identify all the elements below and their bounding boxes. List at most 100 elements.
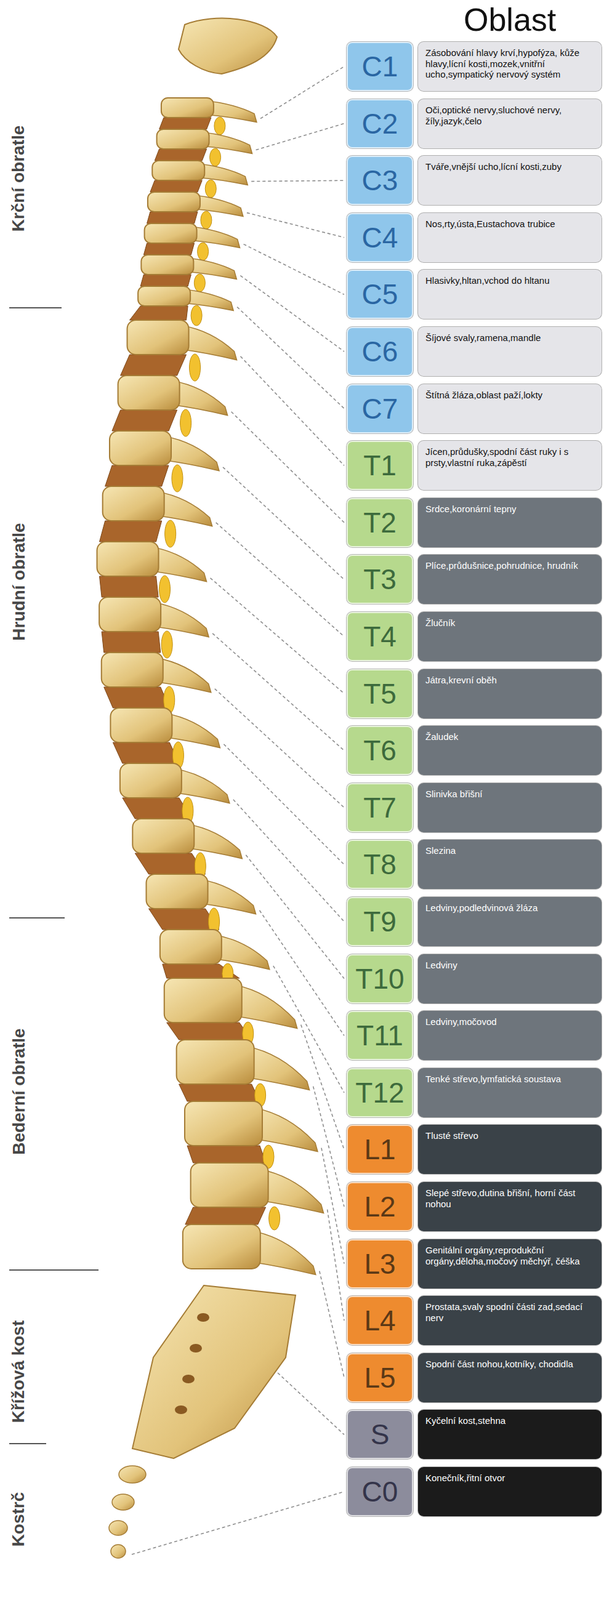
coccyx-segment [112,1494,135,1511]
region-text: Tváře,vnější ucho,lícní kosti,zuby [425,161,596,173]
vertebral-body [146,874,209,909]
sacral-foramen [189,1344,202,1353]
segment-code: T11 [356,1021,404,1050]
leader-line [240,275,345,352]
region-description-box: Žaludek [418,725,602,776]
intervertebral-disc [129,306,189,321]
region-text: Tenké střevo,lymfatická soustava [425,1073,596,1085]
segment-label-box: C5 [346,269,414,319]
vertebral-body [109,430,172,466]
vertebral-body [97,541,159,577]
segment-label-box: T11 [346,1010,414,1061]
intervertebral-disc [140,274,191,287]
segment-code: C1 [362,52,399,81]
intervertebral-disc [120,354,187,376]
region-description-box: Štítná žláza,oblast paží,lokty [418,384,602,434]
nerve-root [171,464,183,492]
spinous-process [151,546,207,582]
separator-line [9,1443,47,1445]
intervertebral-disc [179,1084,260,1102]
region-side-label: Bederní obratle [9,1028,29,1155]
leader-line [222,467,345,580]
region-text: Jícen,průdušky,spodní část ruky i s prst… [425,446,596,468]
region-text: Hlasivky,hltan,vchod do hltanu [425,275,596,287]
vertebral-body [137,286,191,307]
coccyx-segment [110,1544,126,1559]
leader-line [231,411,345,523]
region-description-box: Slepé střevo,dutina břišní, horní část n… [418,1182,602,1232]
region-description-box: Oči,optické nervy,sluchové nervy, žíly,j… [418,99,602,149]
vertebral-body [99,597,161,632]
spinous-process [155,657,212,693]
vertebral-body [161,97,214,118]
segment-code: L4 [363,1306,396,1335]
segment-label-box: C7 [346,384,414,434]
segment-label-box: S [346,1409,414,1460]
region-text: Ledviny [425,959,596,971]
region-description-box: Srdce,koronární tepny [418,498,602,548]
intervertebral-disc [187,1145,266,1164]
vertebral-body [110,708,172,743]
nerve-root [165,520,177,548]
leader-line [301,1025,345,1151]
region-side-label: Krční obratle [8,125,29,233]
region-text: Slinivka břišní [425,788,596,800]
sacral-foramen [174,1405,188,1415]
region-text: Slepé střevo,dutina břišní, horní část n… [425,1187,596,1210]
segment-code: T6 [363,736,397,765]
separator-line [9,1269,99,1271]
nerve-root [189,354,201,382]
region-text: Slezina [425,845,596,857]
intervertebral-disc [166,1022,252,1040]
segment-code: C3 [362,166,399,195]
region-text: Srdce,koronární tepny [425,503,596,515]
segment-code: T7 [363,793,397,822]
leader-line [210,578,345,694]
region-text: Kyčelní kost,stehna [425,1415,596,1427]
segment-code: C5 [362,280,399,309]
region-description-box: Žlučník [418,612,602,662]
leader-line [240,356,345,466]
spinous-process [172,380,228,415]
spinous-process [246,1046,310,1091]
nerve-root [161,631,173,659]
vertebral-body [152,160,205,181]
segment-label-box: C0 [346,1467,414,1517]
segment-code: C7 [362,394,399,423]
leader-line [313,1086,345,1207]
leader-line [251,180,345,182]
spinous-process [254,1108,318,1152]
leader-line [321,1148,345,1265]
region-description-box: Hlasivky,hltan,vchod do hltanu [418,269,602,319]
spinous-process [181,325,238,360]
region-description-box: Ledviny,močovod [418,1010,602,1061]
region-text: Šíjové svaly,ramena,mandle [425,332,596,344]
segment-label-box: T5 [346,669,414,719]
segment-label-box: C2 [346,99,414,149]
segment-label-box: T2 [346,498,414,548]
title-text: Oblast [463,1,556,39]
leader-line [212,633,345,751]
vertebral-body [144,223,198,244]
sacral-foramen [182,1374,195,1384]
intervertebral-disc [159,117,212,130]
coccyx-segment [118,1465,146,1484]
intervertebral-disc [112,742,179,764]
segment-code: T2 [363,508,397,537]
region-side-label: Hrudní obratle [9,522,29,641]
nerve-root [200,211,212,230]
vertebral-body [118,375,180,411]
segment-code: L1 [363,1135,396,1164]
segment-label-box: C6 [346,326,414,377]
intervertebral-disc [99,576,159,598]
leader-line [260,66,345,119]
region-description-box: Slezina [418,839,602,890]
region-description-box: Játra,krevní oběh [418,669,602,719]
region-text: Ledviny,močovod [425,1016,596,1028]
nerve-root [159,575,171,603]
segment-label-box: T10 [346,954,414,1004]
region-text: Zásobování hlavy krví,hypofýza, kůže hla… [425,47,596,81]
coccyx-segment [108,1520,128,1536]
region-text: Játra,krevní oběh [425,674,596,686]
